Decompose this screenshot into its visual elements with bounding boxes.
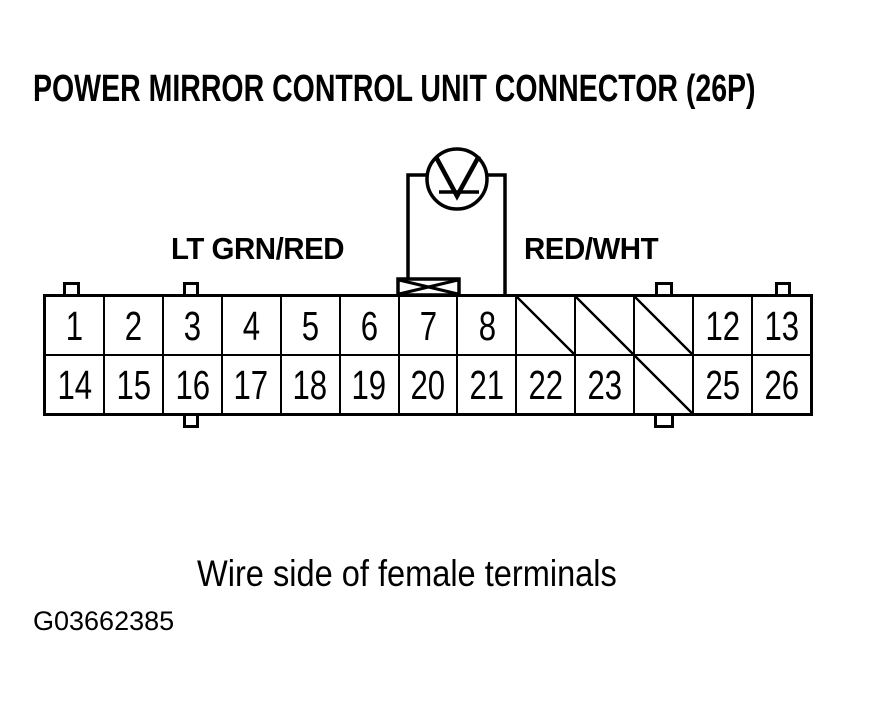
terminal-7: 7 bbox=[400, 297, 459, 354]
pin-row-bottom: 14 15 16 17 18 19 20 21 22 23 25 26 bbox=[46, 356, 810, 413]
voltmeter-v-icon bbox=[434, 154, 481, 201]
terminal-24-blocked bbox=[635, 356, 695, 413]
connector-tab-top-4 bbox=[775, 282, 791, 294]
terminal-19: 19 bbox=[341, 356, 400, 413]
figure-id: G03662385 bbox=[33, 606, 175, 636]
connector-tab-top-3 bbox=[655, 282, 673, 294]
wire-label-lt-grn-red: LT GRN/RED bbox=[171, 231, 345, 266]
page-title: POWER MIRROR CONTROL UNIT CONNECTOR (26P… bbox=[33, 68, 756, 110]
connector-tab-top-2 bbox=[183, 282, 199, 294]
connector-tab-bottom-2 bbox=[654, 416, 674, 428]
terminal-23: 23 bbox=[576, 356, 636, 413]
terminal-17: 17 bbox=[223, 356, 282, 413]
pin-row-top: 1 2 3 4 5 6 7 8 12 13 bbox=[46, 297, 810, 356]
terminal-6: 6 bbox=[341, 297, 400, 354]
terminal-3: 3 bbox=[164, 297, 223, 354]
probe-wire-right bbox=[488, 173, 507, 297]
voltmeter-circuit-graphic bbox=[396, 147, 507, 297]
terminal-21: 21 bbox=[458, 356, 518, 413]
probe-wire-left bbox=[406, 173, 427, 280]
terminal-16: 16 bbox=[164, 356, 223, 413]
terminal-25: 25 bbox=[694, 356, 754, 413]
terminal-13: 13 bbox=[764, 303, 799, 349]
probe-box-cross-2 bbox=[398, 278, 459, 296]
terminal-9-blocked bbox=[517, 297, 577, 354]
terminal-1: 1 bbox=[46, 297, 105, 354]
terminal-18: 18 bbox=[282, 356, 341, 413]
terminal-12: 12 bbox=[694, 297, 754, 354]
connector-tab-bottom-1 bbox=[183, 416, 199, 428]
terminal-14: 14 bbox=[46, 356, 105, 413]
terminal-8: 8 bbox=[458, 297, 518, 354]
terminal-2: 2 bbox=[105, 297, 164, 354]
connector-tab-top-1 bbox=[63, 282, 80, 294]
terminal-26: 26 bbox=[764, 362, 799, 408]
terminal-4: 4 bbox=[223, 297, 282, 354]
terminal-22: 22 bbox=[517, 356, 577, 413]
terminal-11-blocked bbox=[635, 297, 695, 354]
terminal-5: 5 bbox=[282, 297, 341, 354]
wire-label-red-wht: RED/WHT bbox=[524, 231, 659, 266]
terminal-20: 20 bbox=[400, 356, 459, 413]
connector-body: 1 2 3 4 5 6 7 8 12 13 14 15 16 17 18 19 … bbox=[43, 282, 813, 428]
terminal-10-blocked bbox=[576, 297, 636, 354]
caption-wire-side: Wire side of female terminals bbox=[197, 553, 617, 594]
terminal-15: 15 bbox=[105, 356, 164, 413]
